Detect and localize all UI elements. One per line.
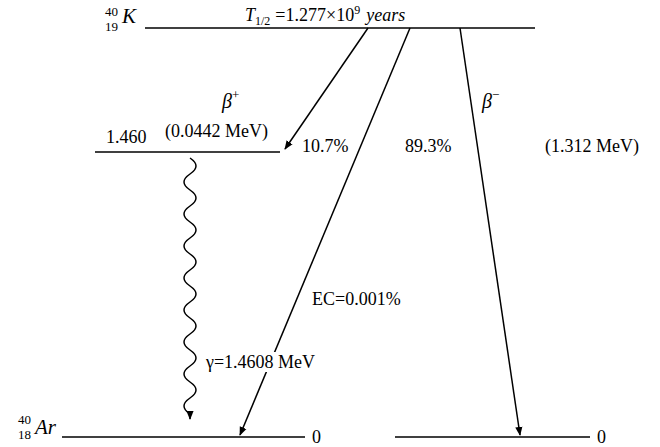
exponent: 9: [354, 3, 360, 17]
ec-label: EC=0.001%: [312, 290, 401, 308]
ground-level: [395, 436, 590, 438]
charge-sign: −: [492, 87, 499, 102]
beta-symbol: β: [222, 90, 232, 112]
level-energy: 0: [312, 428, 321, 446]
element-symbol: Ar: [35, 417, 56, 438]
atomic-number: 18: [18, 428, 31, 441]
beta-symbol: β: [482, 90, 492, 112]
atomic-number: 19: [105, 20, 118, 33]
branch-ratio: 89.3%: [405, 137, 452, 155]
excited-level: [95, 151, 280, 153]
subscript: 1/2: [255, 14, 270, 28]
unit: years: [366, 5, 405, 25]
ground-level: [62, 436, 305, 438]
element-symbol: K: [122, 6, 136, 27]
level-energy: 1.460: [106, 128, 147, 146]
mass-number: 40: [18, 413, 31, 426]
mass-number: 40: [105, 5, 118, 18]
decay-energy: (1.312 MeV): [545, 137, 639, 155]
beta-minus-label: β−: [482, 88, 499, 111]
ec-arrow: [240, 28, 410, 435]
half-life-value: =1.277×10: [275, 5, 354, 25]
parent-level: [145, 27, 535, 29]
beta-plus-arrow: [285, 28, 368, 149]
charge-sign: +: [232, 87, 239, 102]
branch-ratio: 10.7%: [302, 137, 349, 155]
half-life-symbol: T: [245, 5, 255, 25]
decay-energy: (0.0442 MeV): [165, 122, 268, 140]
beta-minus-arrow: [460, 28, 520, 435]
half-life: T1/2 =1.277×109 years: [245, 4, 405, 27]
beta-plus-label: β+: [222, 88, 239, 111]
level-energy: 0: [597, 428, 606, 446]
gamma-wave: [184, 158, 196, 419]
gamma-label: γ=1.4608 MeV: [204, 352, 317, 372]
